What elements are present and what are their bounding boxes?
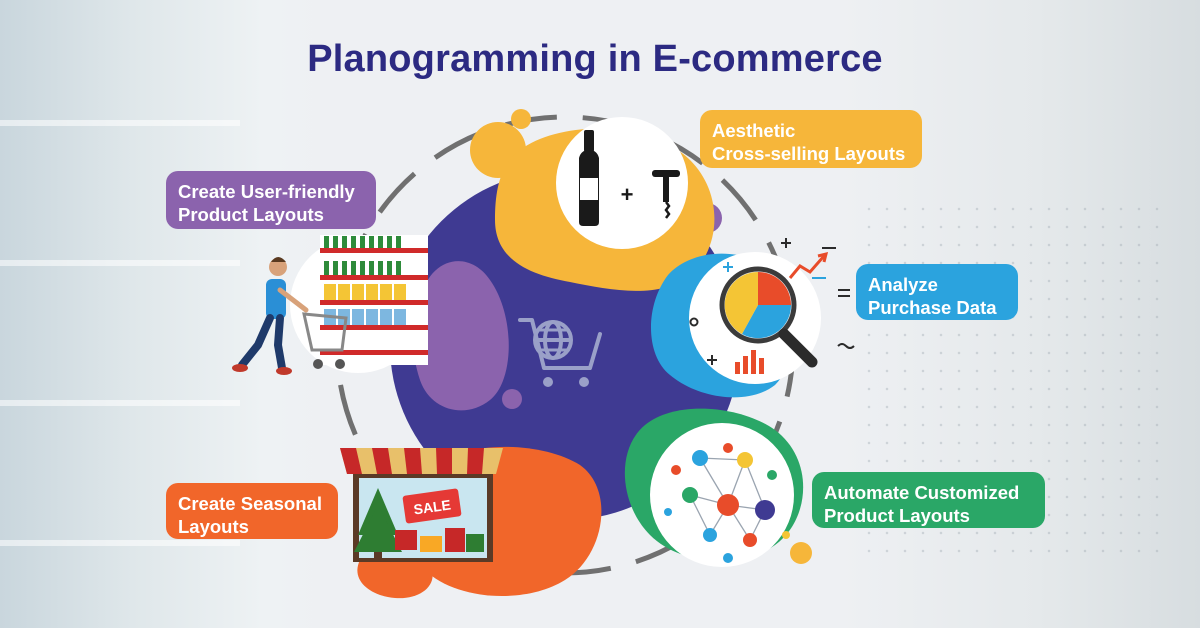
background-shelf: [0, 540, 240, 546]
analytics-magnifier-icon: [719, 251, 829, 374]
plus-sign: +: [621, 182, 634, 207]
deco-dot-purple-small: [502, 389, 522, 409]
background-shelf: [0, 400, 240, 406]
deco-dot-yellow-bottom: [790, 542, 812, 564]
label-cross-selling-layouts: Aesthetic Cross-selling Layouts: [700, 110, 922, 168]
globe-cart-icon: [518, 318, 602, 387]
label-seasonal-layouts: Create Seasonal Layouts: [166, 483, 338, 539]
label-user-friendly-layouts: Create User-friendly Product Layouts: [166, 171, 376, 229]
page-title: Planogramming in E-commerce: [307, 38, 883, 80]
decorative-ring: [689, 317, 699, 327]
decorative-marks-blue: [723, 262, 826, 279]
background-shelf: [0, 120, 240, 126]
seasonal-store-icon: [340, 448, 503, 562]
blob-purple: [413, 261, 509, 411]
network-automation-icon: [664, 443, 790, 563]
store-shelf-icon: [320, 235, 428, 365]
sale-sign: SALE: [413, 496, 452, 517]
shopper-with-cart-icon: [232, 257, 348, 375]
background-shelf: [0, 260, 240, 266]
label-automate-customized-layouts: Automate Customized Product Layouts: [812, 472, 1045, 528]
deco-dot-yellow-small: [511, 109, 531, 129]
label-analyze-purchase-data: Analyze Purchase Data: [856, 264, 1018, 320]
wine-bottle-icon: [579, 130, 599, 226]
corkscrew-icon: [652, 170, 680, 219]
decorative-marks: [707, 238, 855, 365]
